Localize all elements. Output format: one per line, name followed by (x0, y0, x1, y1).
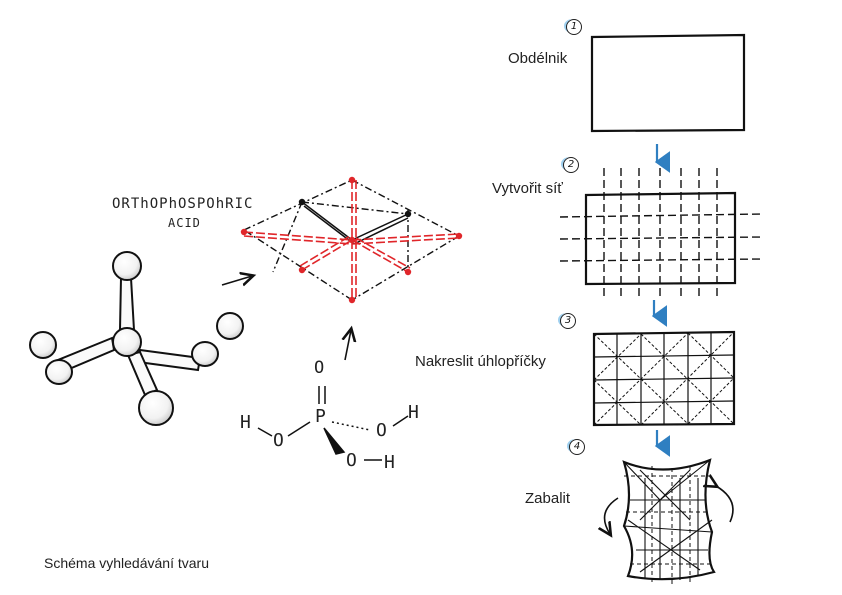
atom-top (112, 251, 142, 281)
structural-formula-bonds (257, 386, 409, 461)
molecule-title: ORThOPhOSPOhRIC (112, 196, 254, 212)
step-3-label: Nakreslit úhlopříčky (415, 353, 546, 370)
step-1-number: 1 (564, 19, 582, 35)
atom-center (112, 327, 142, 357)
molecule-subtitle: ACID (168, 216, 201, 230)
formula-atom-o-bottom: O (346, 450, 358, 471)
step-4-wrapped-mesh (622, 458, 716, 584)
net-creases (301, 201, 409, 245)
folded-net (240, 176, 463, 304)
net-nodes (240, 176, 463, 304)
step-1-label: Obdélnik (508, 50, 568, 67)
formula-atom-h-left: H (240, 412, 252, 433)
formula-atom-p: P (315, 406, 327, 427)
atom-right-joint (191, 341, 219, 367)
ball-and-stick-molecule (29, 251, 244, 426)
step-arrows (651, 144, 671, 457)
step-4-label: Zabalit (525, 490, 571, 507)
atom-bottom (138, 390, 174, 426)
step-1-rectangle (590, 33, 746, 133)
formula-atom-h-right: H (408, 402, 420, 423)
step-4-number: 4 (567, 439, 585, 455)
step-3-diagonal-grid (592, 330, 736, 427)
formula-atom-o-top: O (314, 358, 326, 378)
wrap-arrow-right (716, 486, 734, 523)
formula-atom-o-right: O (376, 420, 388, 441)
atom-left-joint (45, 359, 73, 385)
atom-right (216, 312, 244, 340)
wrap-arrow-left (605, 497, 619, 534)
step-2-label: Vytvořit síť (492, 180, 563, 197)
atom-left (29, 331, 57, 359)
formula-atom-o-left: O (273, 430, 285, 451)
formula-atom-h-bottom: H (384, 452, 396, 473)
arrow-molecule-to-net (221, 276, 252, 285)
step-2-number: 2 (561, 157, 579, 173)
diagram-caption: Schéma vyhledávání tvaru (44, 555, 209, 571)
step-3-number: 3 (558, 313, 576, 329)
step-2-grid (559, 168, 763, 300)
arrow-formula-to-net (345, 330, 351, 361)
